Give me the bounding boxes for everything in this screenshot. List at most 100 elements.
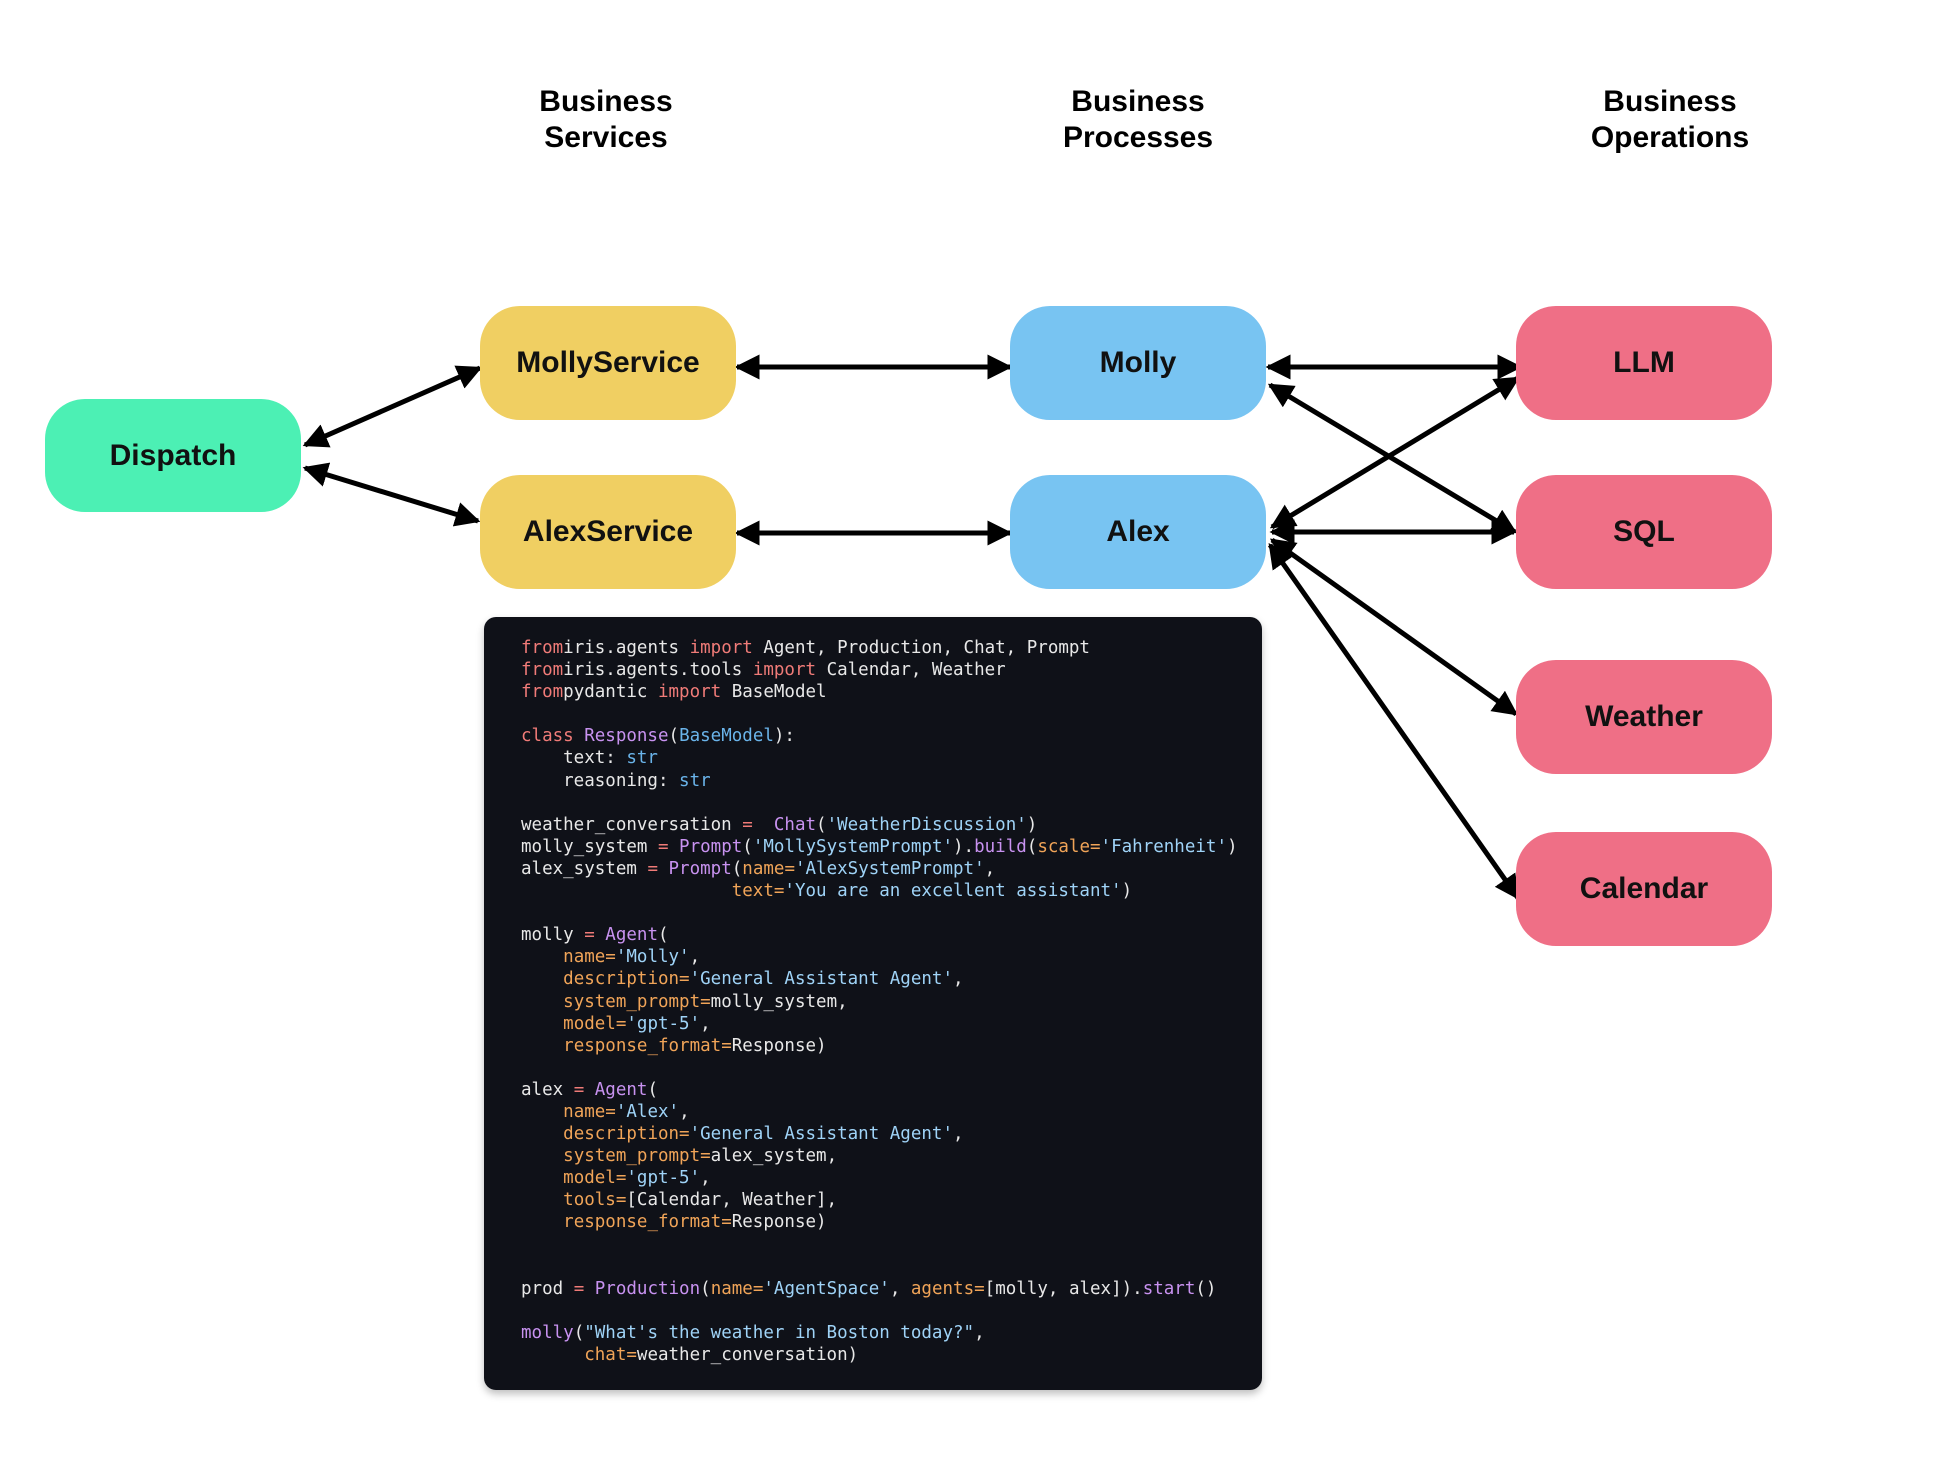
node-sql[interactable]: SQL — [1516, 475, 1772, 589]
code-token — [521, 1102, 563, 1122]
code-token: Response — [584, 726, 669, 747]
code-token: , — [689, 947, 701, 968]
code-token — [521, 881, 732, 901]
code-line: reasoning: str — [521, 770, 1238, 792]
code-line: name='Molly', — [521, 946, 1238, 968]
code-token: text= — [731, 881, 785, 902]
code-token: , — [679, 1101, 690, 1122]
code-token: , — [953, 1124, 964, 1145]
code-token: ) — [1026, 814, 1038, 835]
code-token: Calendar, Weather — [816, 660, 1006, 681]
code-token — [521, 1212, 563, 1232]
code-token: ( — [731, 858, 743, 879]
edge-molly-sql — [1267, 382, 1518, 535]
code-text: fromiris.agents import Agent, Production… — [521, 637, 1238, 1366]
node-molly-service[interactable]: MollyService — [480, 306, 736, 420]
code-token: , — [953, 969, 964, 990]
code-token: str — [679, 770, 711, 791]
code-token: Chat — [763, 814, 817, 835]
code-line: fromiris.agents.tools import Calendar, W… — [521, 659, 1238, 681]
node-molly[interactable]: Molly — [1010, 306, 1266, 420]
code-token: molly_system, — [710, 991, 848, 1012]
code-token: reasoning: — [521, 770, 680, 791]
code-token: [Calendar, Weather], — [626, 1190, 838, 1211]
code-token: 'gpt-5' — [626, 1168, 701, 1189]
code-token: = — [584, 925, 595, 946]
code-line: molly("What's the weather in Boston toda… — [521, 1322, 1238, 1344]
code-line: frompydantic import BaseModel — [521, 681, 1238, 703]
code-token: ). — [953, 836, 975, 857]
code-line: description='General Assistant Agent', — [521, 968, 1238, 990]
node-calendar[interactable]: Calendar — [1516, 832, 1772, 946]
code-line: system_prompt=molly_system, — [521, 991, 1238, 1013]
code-line: system_prompt=alex_system, — [521, 1145, 1238, 1167]
code-token: name= — [563, 1101, 616, 1122]
code-token: from — [521, 638, 564, 658]
code-token: ( — [647, 1079, 658, 1100]
code-token: 'AgentSpace' — [763, 1278, 890, 1299]
code-line — [521, 1234, 1238, 1256]
code-token: = — [742, 814, 753, 835]
code-token — [521, 1190, 563, 1210]
code-line: class Response(BaseModel): — [521, 725, 1238, 747]
code-line: text: str — [521, 747, 1238, 769]
code-token — [521, 1036, 563, 1056]
code-token: text: — [521, 748, 627, 769]
code-token: ( — [816, 814, 827, 835]
code-token: tools= — [563, 1190, 627, 1211]
code-token — [521, 1345, 584, 1365]
code-token: Agent, Production, Chat, Prompt — [752, 638, 1090, 658]
code-token: model= — [563, 1013, 627, 1034]
code-token: from — [521, 682, 564, 703]
code-token — [521, 992, 563, 1012]
code-token: ( — [1026, 836, 1038, 857]
code-token: start — [1142, 1278, 1196, 1299]
node-dispatch[interactable]: Dispatch — [45, 399, 301, 512]
code-token — [521, 1014, 563, 1034]
code-token: 'General Assistant Agent' — [689, 969, 953, 990]
node-weather[interactable]: Weather — [1516, 660, 1772, 774]
code-token: 'Alex' — [615, 1101, 680, 1122]
code-token: str — [626, 748, 658, 769]
edge-alex-weather — [1269, 537, 1519, 717]
code-token: weather_conversation — [521, 814, 743, 835]
code-token: , — [974, 1322, 985, 1343]
code-line: alex_system = Prompt(name='AlexSystemPro… — [521, 858, 1238, 880]
edge-alex-calendar — [1267, 542, 1521, 901]
code-token: from — [521, 660, 564, 681]
code-line: name='Alex', — [521, 1101, 1238, 1123]
code-line: prod = Production(name='AgentSpace', age… — [521, 1278, 1238, 1300]
code-token: Agent — [584, 1079, 648, 1100]
node-llm[interactable]: LLM — [1516, 306, 1772, 420]
code-token: , — [984, 858, 996, 879]
code-token: iris.agents — [563, 638, 690, 658]
code-line: alex = Agent( — [521, 1079, 1238, 1101]
code-token — [521, 947, 563, 967]
code-token: import — [657, 682, 722, 703]
column-header-business-processes: Business Processes — [1062, 85, 1214, 154]
code-token — [753, 815, 764, 835]
code-token: prod — [521, 1278, 574, 1299]
code-token: BaseModel — [721, 682, 827, 703]
code-token: [molly, alex]). — [984, 1278, 1143, 1299]
code-token: Agent — [594, 925, 658, 946]
code-token: chat= — [584, 1345, 637, 1365]
code-token: = — [657, 836, 669, 857]
node-alex[interactable]: Alex — [1010, 475, 1266, 589]
code-line — [521, 1256, 1238, 1278]
code-token: Response) — [731, 1035, 827, 1056]
code-token: description= — [563, 969, 690, 990]
code-token — [521, 1124, 563, 1144]
code-token: Prompt — [668, 836, 743, 857]
code-token: molly — [521, 1322, 574, 1343]
code-token: build — [974, 836, 1027, 857]
code-token: agents= — [910, 1278, 985, 1299]
code-token: alex — [521, 1079, 574, 1100]
code-token: pydantic — [563, 682, 658, 703]
code-line: molly = Agent( — [521, 924, 1238, 946]
code-token: "What's the weather in Boston today?" — [584, 1322, 975, 1343]
code-line: fromiris.agents import Agent, Production… — [521, 637, 1238, 659]
code-token — [521, 1168, 563, 1188]
node-alex-service[interactable]: AlexService — [480, 475, 736, 589]
code-line: model='gpt-5', — [521, 1013, 1238, 1035]
